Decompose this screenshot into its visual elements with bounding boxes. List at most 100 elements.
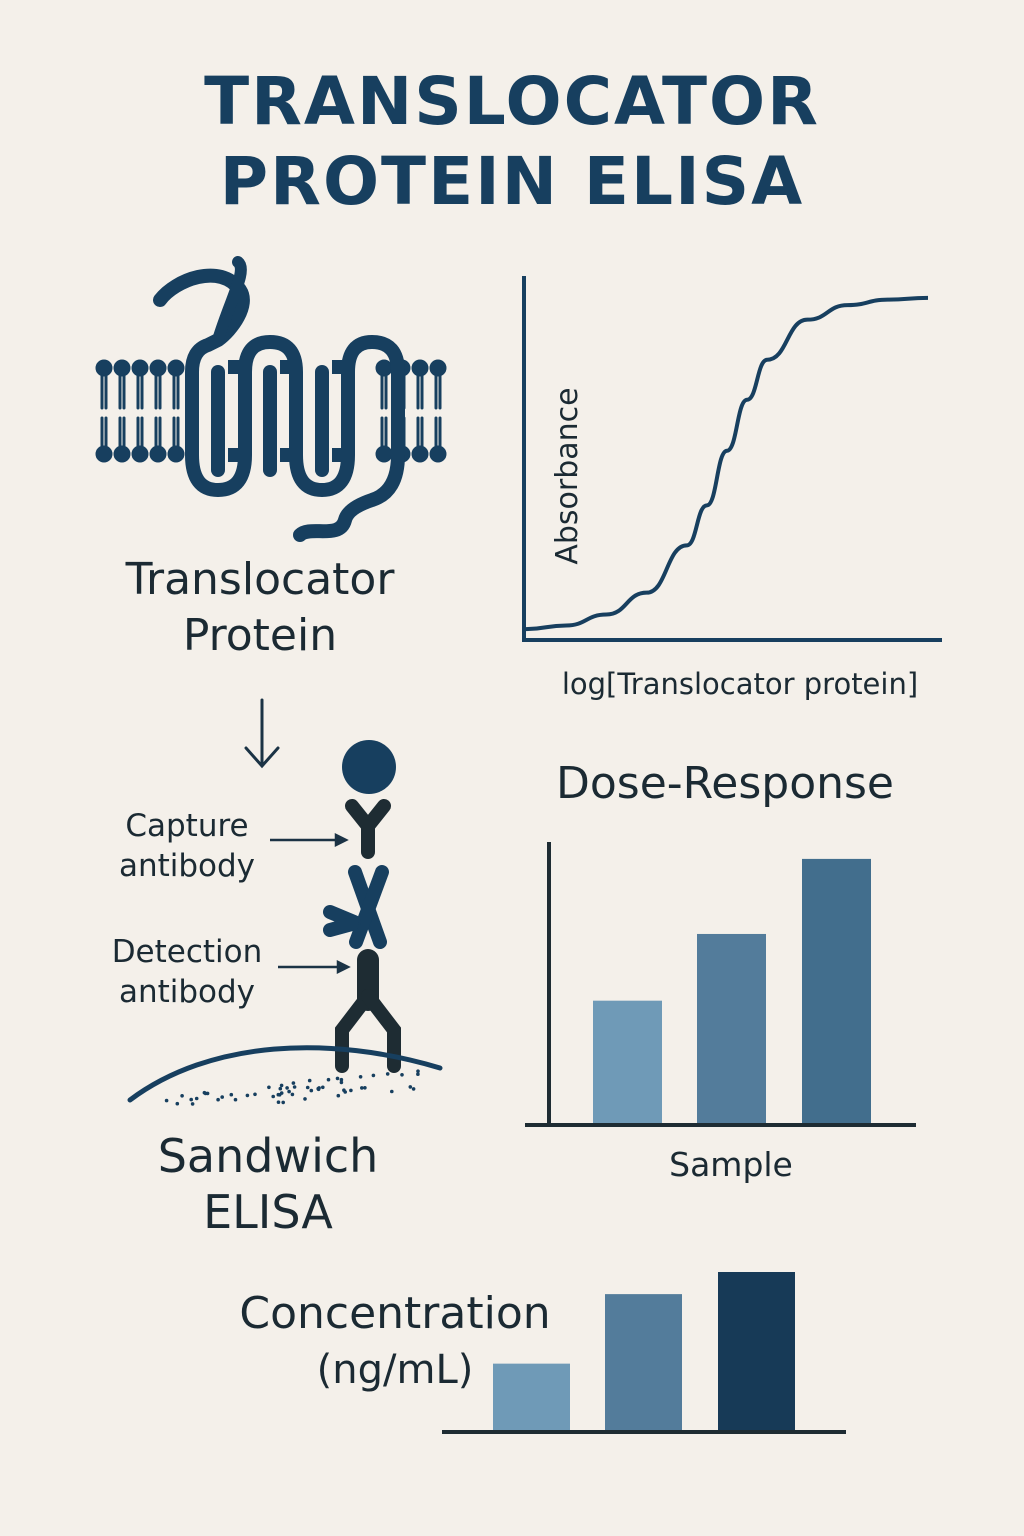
capture-label-line-2: antibody bbox=[118, 848, 256, 884]
surface-dot bbox=[358, 1075, 363, 1079]
lipid bbox=[411, 359, 429, 463]
sandwich-label-line-1: Sandwich bbox=[157, 1129, 379, 1183]
surface-dot bbox=[285, 1086, 289, 1090]
detection-label-line-2: antibody bbox=[118, 974, 256, 1010]
surface-dot bbox=[220, 1095, 224, 1099]
sigmoid-xlabel: log[Translocator protein] bbox=[562, 667, 918, 701]
surface-dot bbox=[292, 1085, 297, 1089]
lipid bbox=[167, 359, 185, 463]
surface-dot bbox=[385, 1072, 390, 1076]
surface-dot bbox=[278, 1086, 283, 1091]
surface-dot bbox=[339, 1080, 344, 1085]
surface-dot bbox=[290, 1092, 295, 1097]
sigmoid-chart: Absorbance log[Translocator protein] bbox=[522, 276, 942, 701]
concentration-label: Concentration (ng/mL) bbox=[200, 1286, 590, 1398]
protein-label-line-1: Translocator bbox=[125, 554, 395, 605]
lipid bbox=[131, 359, 149, 463]
lipid bbox=[149, 359, 167, 463]
surface-dot bbox=[276, 1100, 281, 1104]
surface-dot bbox=[309, 1088, 314, 1093]
surface-dot bbox=[411, 1087, 416, 1091]
surface-dot bbox=[245, 1093, 250, 1098]
detection-label-line-1: Detection bbox=[111, 934, 263, 970]
surface-dot bbox=[276, 1092, 281, 1097]
surface-dot bbox=[371, 1073, 376, 1078]
page-title: TRANSLOCATOR PROTEIN ELISA bbox=[0, 62, 1024, 222]
protein-chain bbox=[153, 268, 405, 542]
surface-dot bbox=[360, 1086, 364, 1090]
protein-label-line-2: Protein bbox=[182, 610, 338, 661]
lipid bbox=[95, 359, 113, 463]
dose-response-title: Dose-Response bbox=[556, 758, 894, 809]
sandwich-label-line-2: ELISA bbox=[203, 1185, 333, 1239]
dose-xlabel: Sample bbox=[669, 1145, 793, 1184]
surface-dot bbox=[281, 1100, 286, 1105]
lipid-bilayer-left bbox=[95, 359, 185, 463]
antigen-sphere bbox=[342, 740, 396, 794]
title-line-2: PROTEIN ELISA bbox=[219, 143, 805, 220]
surface-dot bbox=[180, 1094, 184, 1098]
surface-dot bbox=[305, 1085, 310, 1090]
surface-dot bbox=[189, 1097, 193, 1102]
concentration-bar-2 bbox=[605, 1294, 682, 1430]
lipid bbox=[113, 359, 131, 463]
title-line-1: TRANSLOCATOR bbox=[204, 63, 820, 140]
sandwich-elisa-label: Sandwich ELISA bbox=[68, 1128, 468, 1240]
surface-dot bbox=[253, 1092, 257, 1097]
surface-dot bbox=[164, 1098, 169, 1103]
sigmoid-ylabel: Absorbance bbox=[550, 387, 585, 564]
surface-dot bbox=[416, 1072, 420, 1076]
surface-dot bbox=[279, 1083, 284, 1088]
lipid-bilayer-right bbox=[375, 359, 447, 463]
surface-dot bbox=[363, 1086, 367, 1090]
well-surface-icon bbox=[127, 1045, 443, 1106]
detection-antibody-label: Detection antibody bbox=[92, 932, 282, 1012]
concentration-bar-1 bbox=[493, 1363, 570, 1430]
surface-dot bbox=[175, 1101, 180, 1106]
concentration-label-line-1: Concentration bbox=[239, 1288, 551, 1339]
surface-dot bbox=[390, 1089, 394, 1094]
surface-dot bbox=[316, 1087, 321, 1092]
surface-dot bbox=[416, 1069, 420, 1073]
capture-label-line-1: Capture bbox=[125, 808, 249, 844]
dose-bar-2 bbox=[697, 933, 766, 1123]
down-arrow-icon bbox=[244, 698, 280, 769]
dose-bar-3 bbox=[802, 858, 871, 1123]
surface-dot bbox=[400, 1073, 404, 1077]
surface-dot bbox=[339, 1077, 344, 1082]
surface-dot bbox=[190, 1102, 195, 1106]
capture-antibody-shape bbox=[345, 799, 391, 859]
surface-dot bbox=[408, 1085, 413, 1089]
lipid bbox=[429, 359, 447, 463]
protein-loop-top bbox=[212, 256, 247, 346]
surface-dot bbox=[267, 1085, 271, 1090]
protein-connectors bbox=[228, 360, 344, 462]
surface-dot bbox=[194, 1096, 199, 1101]
surface-dot bbox=[271, 1094, 276, 1099]
surface-dot bbox=[326, 1077, 331, 1082]
dose-bar-1 bbox=[593, 1000, 662, 1123]
antigen-x-shape bbox=[323, 865, 389, 949]
antibody-icon bbox=[270, 740, 401, 1073]
dose-response-chart: Sample bbox=[525, 842, 916, 1184]
surface-dot bbox=[233, 1097, 238, 1102]
surface-dot bbox=[291, 1081, 296, 1085]
capture-antibody-label: Capture antibody bbox=[92, 806, 282, 886]
label-pointers bbox=[270, 832, 351, 975]
surface-dot bbox=[321, 1085, 325, 1090]
sigmoid-series-line bbox=[525, 295, 929, 632]
surface-dot bbox=[202, 1090, 207, 1095]
surface-dot bbox=[349, 1088, 353, 1093]
concentration-label-line-2: (ng/mL) bbox=[316, 1347, 474, 1393]
surface-dot bbox=[335, 1076, 340, 1081]
surface-dot bbox=[343, 1090, 348, 1094]
surface-dot bbox=[216, 1097, 220, 1102]
concentration-chart bbox=[442, 1272, 846, 1434]
surface-dot bbox=[229, 1092, 234, 1097]
surface-dot bbox=[307, 1078, 312, 1083]
membrane-protein-icon bbox=[95, 256, 447, 542]
surface-dot bbox=[279, 1091, 284, 1095]
concentration-bar-3 bbox=[718, 1272, 795, 1430]
lipid bbox=[375, 359, 393, 463]
